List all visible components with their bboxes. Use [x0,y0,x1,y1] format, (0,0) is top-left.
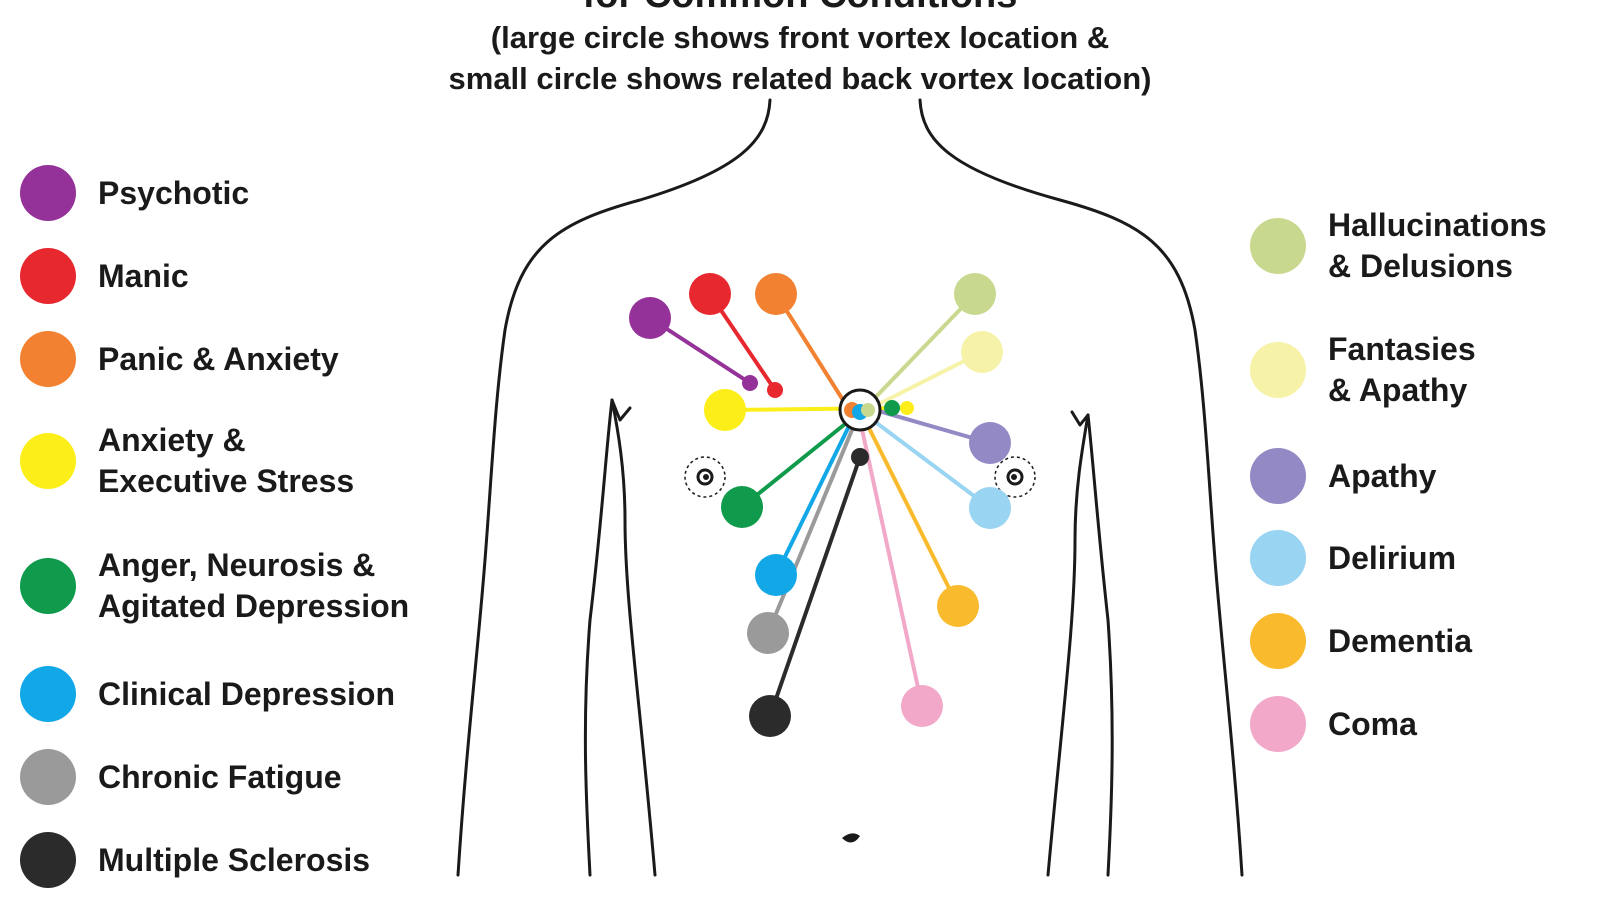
hallucinations-front-dot [954,273,996,315]
anxiety-back-dot [900,401,914,415]
hallucinations-connector [868,292,977,405]
chronic-fatigue-connector [766,428,854,635]
clinical-depression-front-dot [755,554,797,596]
anger-neurosis-front-dot [721,486,763,528]
front-vortex-dots [629,273,1011,737]
left-nipple-icon [684,456,726,498]
anger-back-dot [884,400,900,416]
anger-neurosis-connector [740,418,852,509]
clinical-depression-connector [774,418,854,577]
anxiety-stress-front-dot [704,389,746,431]
coma-connector [858,418,924,708]
psychotic-back-dot [742,375,758,391]
torso-outline [456,98,1244,877]
diagram-title: for Common Conditions [0,0,1600,17]
right-inner-arm [1086,413,1114,877]
panic-anxiety-connector [774,292,850,410]
dementia-front-dot [937,585,979,627]
navel-icon [842,833,860,843]
apathy-front-dot [969,422,1011,464]
left-body-outline [456,98,772,877]
multiple-sclerosis-back-dot [851,448,869,466]
vortex-connectors [648,292,992,718]
right-torso-side [1046,413,1090,877]
left-shoulder-notch [610,398,632,422]
fantasies-front-dot [961,331,1003,373]
right-shoulder-notch [1070,410,1090,427]
manic-front-dot [689,273,731,315]
panic-anxiety-front-dot [755,273,797,315]
right-nipple-icon [994,456,1036,498]
multiple-sclerosis-front-dot [749,695,791,737]
subtitle-line-2: small circle shows related back vortex l… [448,61,1152,96]
central-hub [838,388,882,432]
psychotic-front-dot [629,297,671,339]
coma-front-dot [901,685,943,727]
delirium-connector [868,416,992,510]
chronic-fatigue-front-dot [747,612,789,654]
multiple-sclerosis-connector [768,455,862,718]
left-torso-side [610,398,657,877]
dementia-connector [863,418,960,608]
back-vortex-dots [742,375,914,466]
left-inner-arm [583,398,614,877]
manic-back-dot [767,382,783,398]
right-body-outline [918,98,1244,877]
subtitle-line-1: (large circle shows front vortex locatio… [490,20,1110,55]
delirium-front-dot [969,487,1011,529]
